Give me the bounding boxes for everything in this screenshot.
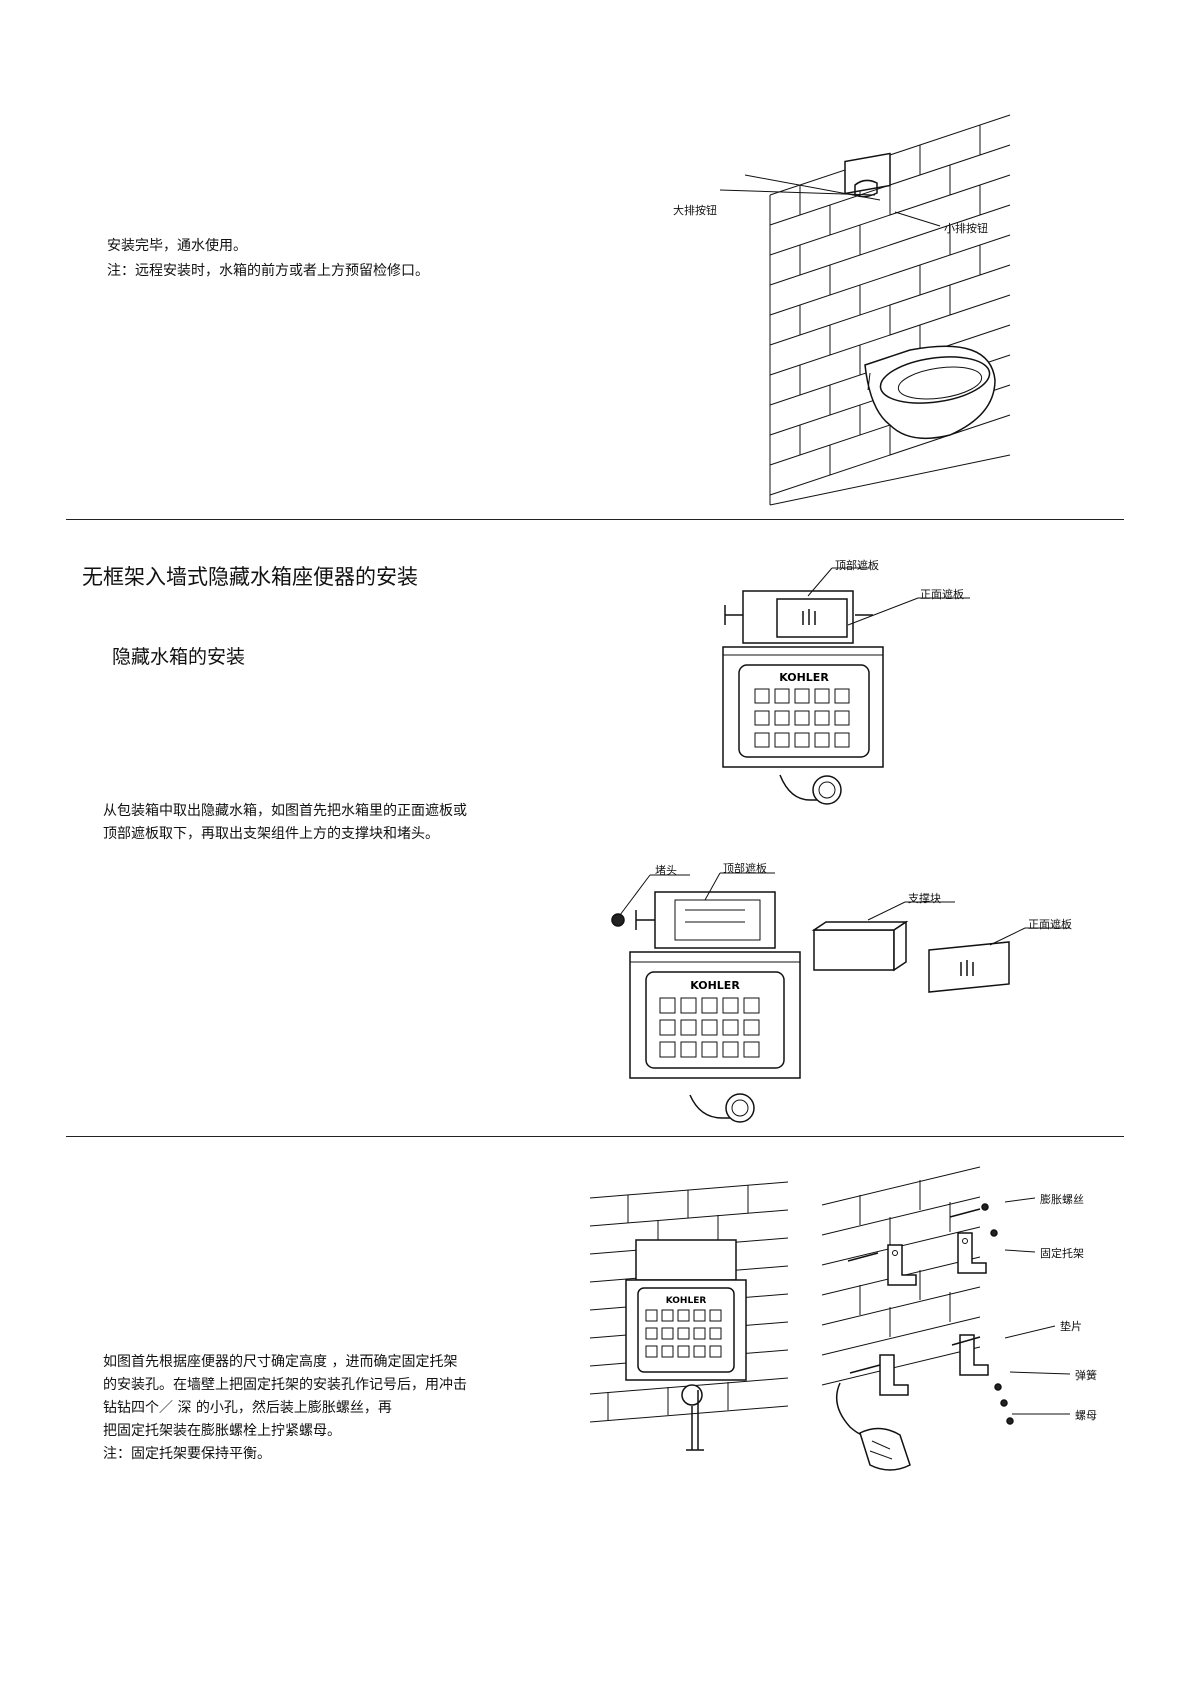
leader-lines-bracket <box>0 0 1190 1684</box>
